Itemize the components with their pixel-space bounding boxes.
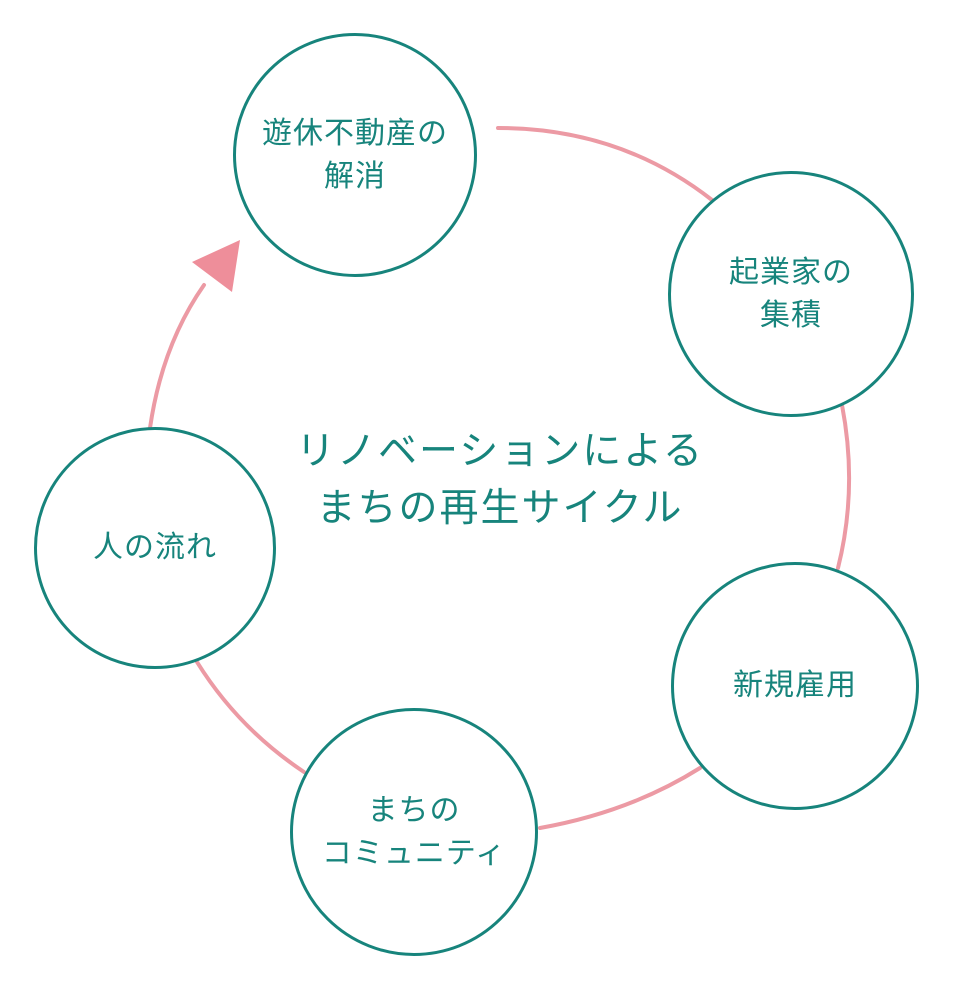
node-entrepreneurs-text: 起業家の 集積 bbox=[729, 251, 853, 338]
node-entrepreneurs: 起業家の 集積 bbox=[668, 171, 914, 417]
diagram-title: リノベーションによる まちの再生サイクル bbox=[230, 424, 770, 537]
node-new-employment-line-1: 新規雇用 bbox=[733, 668, 857, 704]
node-vacant-property: 遊休不動産の 解消 bbox=[233, 33, 477, 277]
diagram-title-line-1: リノベーションによる bbox=[295, 429, 705, 474]
node-town-community: まちの コミュニティ bbox=[290, 708, 538, 956]
diagram-title-line-2: まちの再生サイクル bbox=[316, 485, 684, 531]
connector-entrepreneurs-to-employment bbox=[836, 403, 852, 570]
node-vacant-property-text: 遊休不動産の 解消 bbox=[262, 112, 448, 199]
node-new-employment-text: 新規雇用 bbox=[733, 664, 857, 708]
node-vacant-property-line-1: 遊休不動産の bbox=[262, 115, 448, 151]
node-vacant-property-line-2: 解消 bbox=[324, 159, 386, 194]
node-entrepreneurs-line-1: 起業家の bbox=[729, 254, 853, 290]
node-town-community-line-1: まちの bbox=[367, 792, 461, 828]
node-people-flow: 人の流れ bbox=[34, 427, 276, 669]
connector-vacant-to-entrepreneurs bbox=[496, 126, 714, 202]
node-people-flow-text: 人の流れ bbox=[93, 526, 217, 570]
connector-flow-to-vacant bbox=[148, 283, 206, 430]
node-people-flow-line-1: 人の流れ bbox=[93, 530, 217, 566]
node-new-employment: 新規雇用 bbox=[671, 562, 919, 810]
connector-employment-to-community bbox=[538, 766, 702, 830]
connector-community-to-flow bbox=[195, 660, 306, 774]
node-town-community-text: まちの コミュニティ bbox=[322, 789, 506, 876]
cycle-arrowhead bbox=[192, 240, 240, 292]
node-entrepreneurs-line-2: 集積 bbox=[760, 298, 822, 333]
node-town-community-line-2: コミュニティ bbox=[321, 836, 507, 871]
